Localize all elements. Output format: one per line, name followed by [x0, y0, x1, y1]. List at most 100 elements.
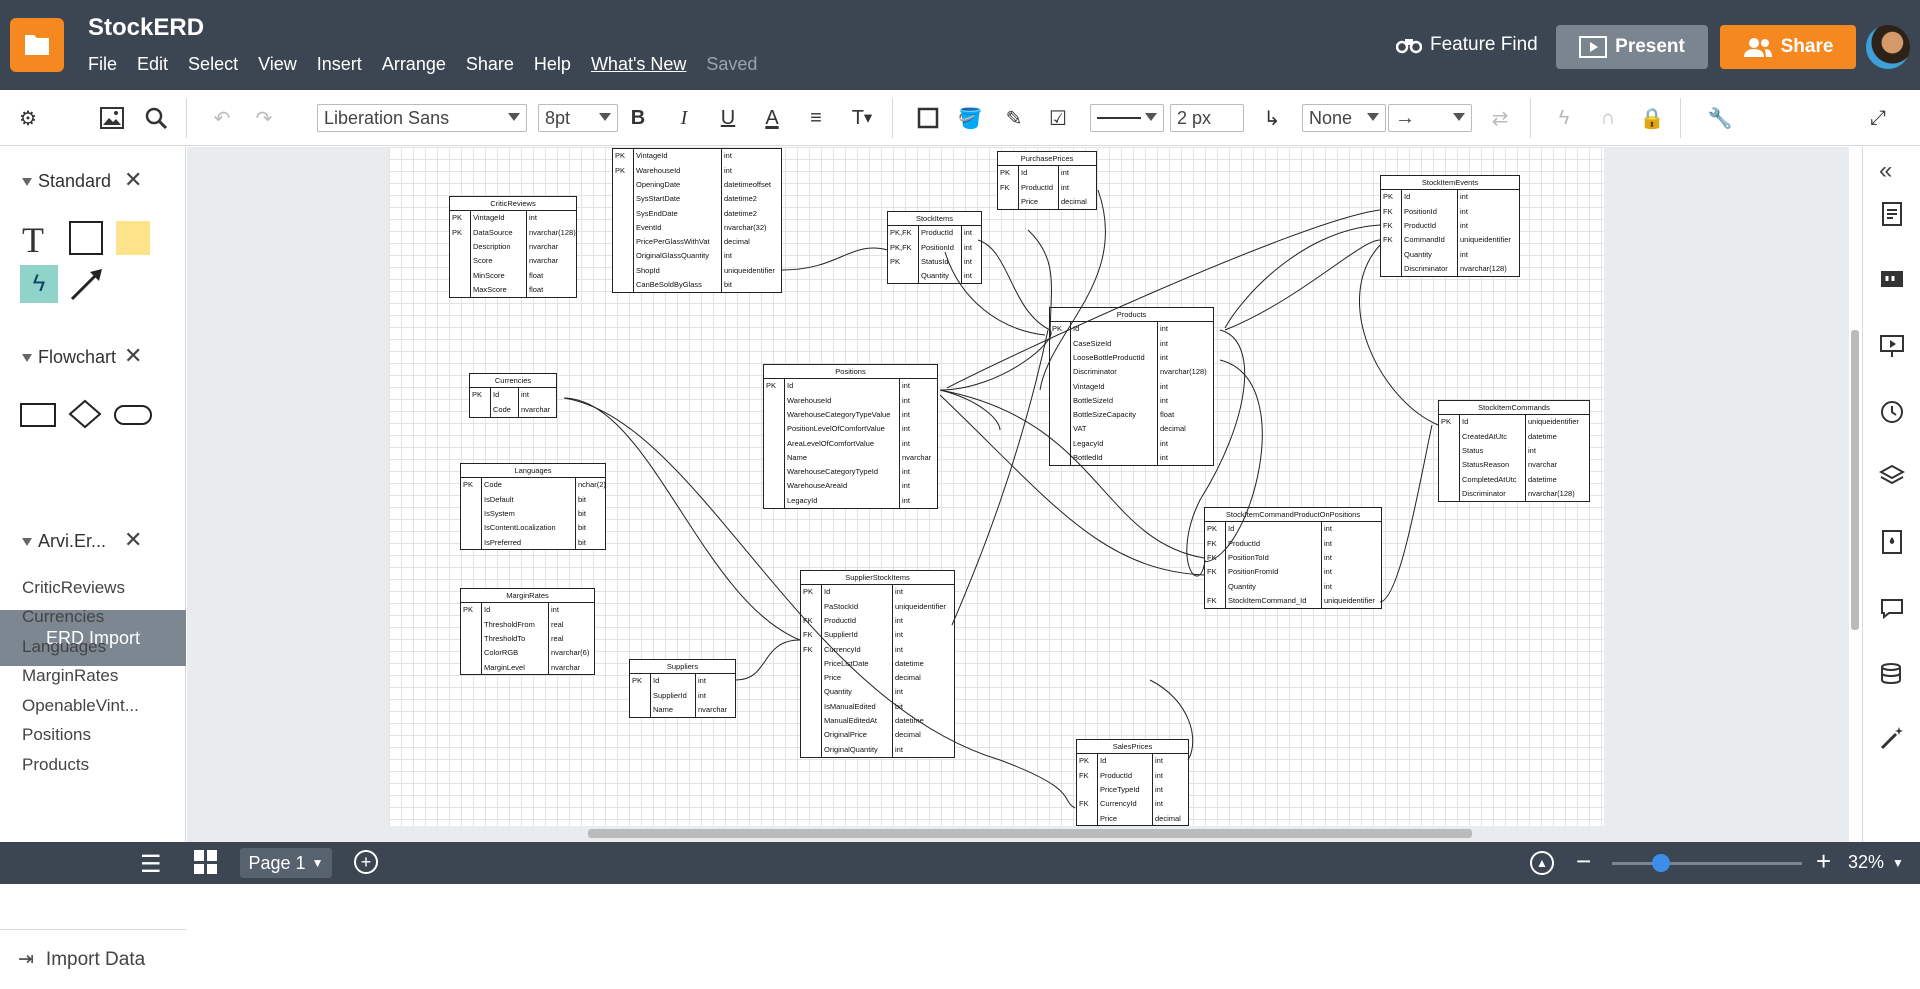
- line-style-select[interactable]: [1090, 104, 1164, 132]
- decision-shape[interactable]: [68, 399, 102, 429]
- list-item[interactable]: Positions: [22, 725, 91, 744]
- style-check-icon[interactable]: ☑: [1049, 107, 1067, 130]
- list-item[interactable]: Products: [22, 755, 90, 774]
- text-options-icon[interactable]: T▾: [851, 106, 873, 129]
- note-shape[interactable]: [116, 221, 150, 255]
- process-shape[interactable]: [20, 403, 56, 427]
- feature-find-button[interactable]: Feature Find: [1396, 34, 1538, 56]
- share-button[interactable]: Share: [1720, 25, 1856, 69]
- erd-import-button[interactable]: ERD Import: [0, 610, 186, 666]
- menu-edit[interactable]: Edit: [137, 54, 169, 74]
- close-icon[interactable]: ✕: [124, 167, 143, 192]
- menu-view[interactable]: View: [258, 54, 297, 74]
- menu-file[interactable]: File: [88, 54, 118, 74]
- theme-icon[interactable]: [1879, 529, 1905, 555]
- arvi-section-header[interactable]: Arvi.Er...: [22, 531, 106, 552]
- arrow-start-select[interactable]: None: [1302, 104, 1386, 132]
- menu-share[interactable]: Share: [465, 54, 514, 74]
- font-family-select[interactable]: Liberation Sans: [317, 104, 527, 132]
- zoom-slider-handle[interactable]: [1652, 854, 1670, 872]
- present-button[interactable]: Present: [1556, 25, 1708, 69]
- align-icon[interactable]: ≡: [810, 106, 822, 129]
- vertical-scrollbar[interactable]: [1851, 330, 1859, 630]
- comments-icon[interactable]: [1879, 595, 1905, 621]
- menu-whats-new[interactable]: What's New: [590, 54, 687, 74]
- fullscreen-icon[interactable]: ⤢: [1870, 106, 1886, 129]
- chevron-down-icon[interactable]: ▼: [1892, 856, 1904, 870]
- menu-help[interactable]: Help: [533, 54, 571, 74]
- font-size-select[interactable]: 8pt: [538, 104, 618, 132]
- list-item[interactable]: Languages: [22, 637, 107, 656]
- menu-select[interactable]: Select: [188, 54, 239, 74]
- underline-icon[interactable]: U: [720, 106, 736, 129]
- menu-arrange[interactable]: Arrange: [381, 54, 446, 74]
- quote-icon[interactable]: [1879, 267, 1905, 293]
- connector-icon[interactable]: ↳: [1263, 107, 1281, 130]
- line-width-select[interactable]: 2 px: [1170, 104, 1244, 132]
- navigate-icon[interactable]: ▲: [1530, 851, 1554, 875]
- horizontal-scrollbar[interactable]: [588, 829, 1472, 838]
- wrench-icon[interactable]: 🔧: [1707, 107, 1733, 130]
- history-icon[interactable]: [1879, 399, 1905, 425]
- bold-icon[interactable]: B: [630, 106, 646, 129]
- page-tab[interactable]: Page 1▼: [240, 848, 332, 878]
- standard-section-header[interactable]: Standard: [22, 171, 111, 192]
- shape-border-icon[interactable]: [912, 102, 944, 134]
- list-item[interactable]: OpenableVint...: [22, 696, 139, 715]
- redo-icon[interactable]: ↷: [255, 107, 273, 130]
- list-item[interactable]: Currencies: [22, 607, 105, 626]
- terminator-shape[interactable]: [114, 405, 152, 425]
- zoom-in-icon[interactable]: +: [1816, 846, 1832, 876]
- gear-icon[interactable]: ⚙: [19, 107, 37, 130]
